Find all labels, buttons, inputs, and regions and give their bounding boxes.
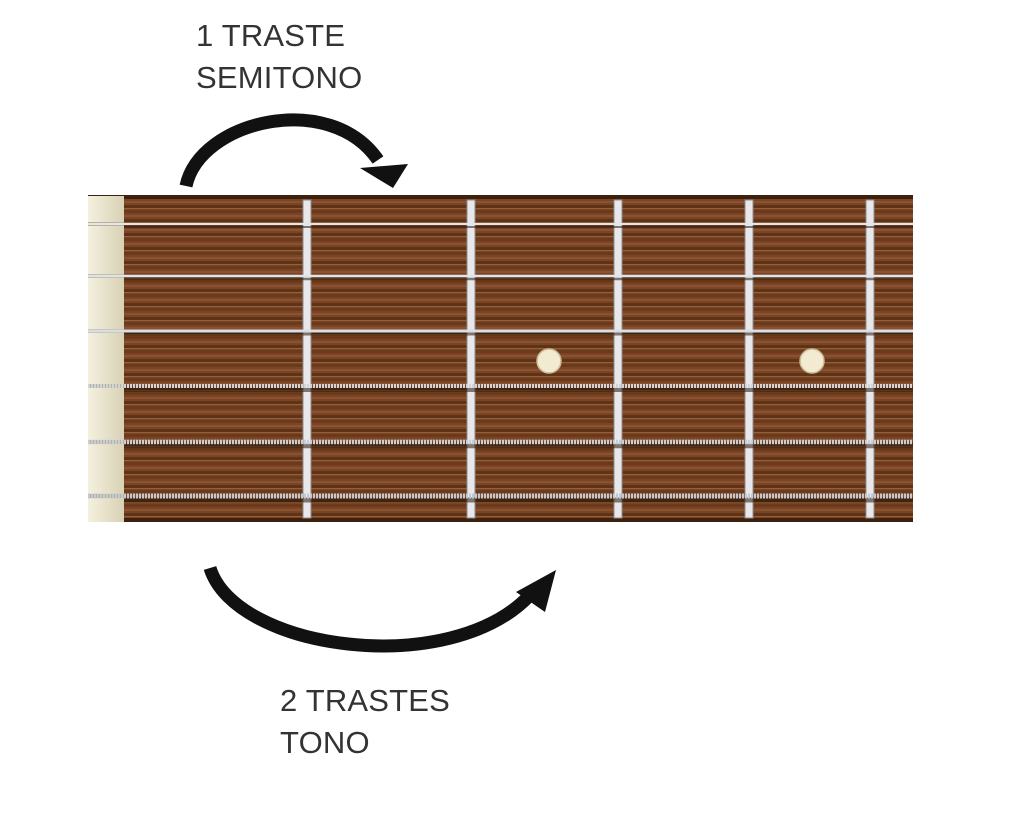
tone-label-fret-count: 2 TRASTES	[280, 683, 451, 718]
fret-wire-2	[466, 199, 476, 519]
fret-wire-1	[302, 199, 312, 519]
fretboard-bottom-edge	[88, 518, 913, 522]
fret-wire-5	[865, 199, 875, 519]
tone-arrow-head-icon	[516, 570, 556, 612]
strings	[88, 223, 913, 499]
semitone-arrow-head-icon	[360, 164, 408, 188]
fretboard-top-edge	[88, 195, 913, 199]
nut	[88, 196, 124, 522]
position-marker-fret-3	[536, 348, 562, 374]
string-shadows	[124, 226, 913, 503]
tone-label-name: TONO	[280, 725, 370, 760]
semitone-label: 1 TRASTE SEMITONO	[196, 15, 362, 99]
fret-wires	[302, 199, 875, 519]
semitone-arrow-curve	[179, 113, 384, 188]
fret-wire-3	[613, 199, 623, 519]
position-marker-fret-5	[799, 348, 825, 374]
tone-label: 2 TRASTES TONO	[280, 680, 450, 764]
tone-arrow-curve	[203, 565, 535, 653]
semitone-label-fret-count: 1 TRASTE	[196, 18, 346, 53]
semitone-label-name: SEMITONO	[196, 60, 363, 95]
tone-arrow	[203, 565, 556, 653]
fret-wire-4	[744, 199, 754, 519]
semitone-arrow	[179, 113, 408, 188]
fretboard-wood	[88, 196, 913, 522]
